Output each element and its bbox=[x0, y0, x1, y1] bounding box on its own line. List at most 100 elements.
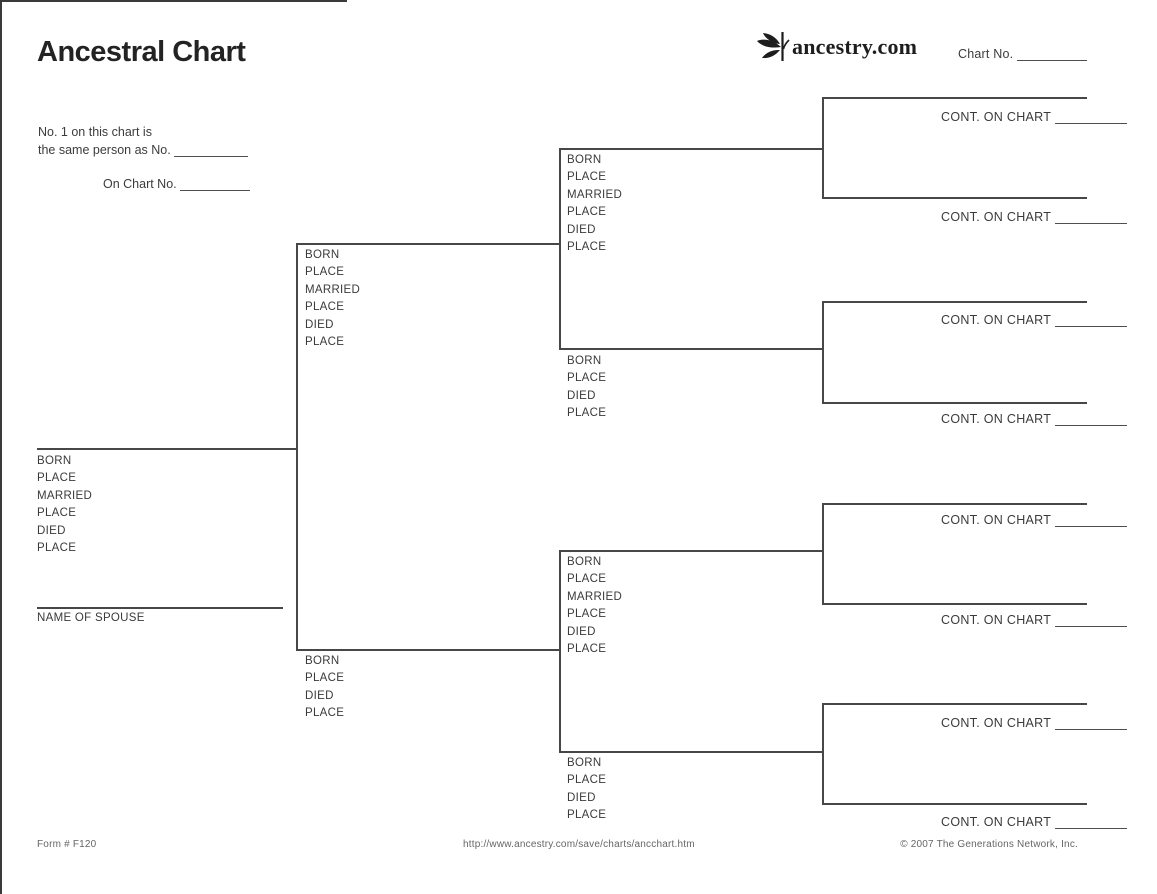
cont-on-chart-1: CONT. ON CHART bbox=[941, 110, 1127, 124]
identity-line3-row: On Chart No. bbox=[103, 175, 251, 193]
cont-label: CONT. ON CHART bbox=[941, 313, 1051, 327]
field-label: PLACE bbox=[305, 707, 345, 720]
chart-no-blank bbox=[1016, 48, 1087, 61]
maternal-grandmother-fields: BORN PLACE DIED PLACE bbox=[567, 755, 606, 825]
field-label: PLACE bbox=[37, 542, 77, 555]
gen3-maternal-bracket bbox=[559, 550, 561, 751]
field-label: MARRIED bbox=[305, 283, 361, 296]
cont-on-chart-8: CONT. ON CHART bbox=[941, 815, 1127, 829]
field-label: PLACE bbox=[305, 301, 345, 314]
cont-label: CONT. ON CHART bbox=[941, 412, 1051, 426]
field-label: PLACE bbox=[37, 472, 77, 485]
field-label: MARRIED bbox=[567, 188, 623, 201]
field-label: PLACE bbox=[567, 372, 607, 385]
gen2-bracket bbox=[296, 243, 298, 650]
gen4-name-line-5 bbox=[822, 503, 1087, 505]
maternal-grandfather-name-line bbox=[559, 550, 824, 552]
cont-chart-blank bbox=[1054, 211, 1127, 224]
field-label: BORN bbox=[567, 556, 602, 568]
maternal-grandmother-name-line bbox=[559, 751, 824, 753]
father-fields: BORN PLACE MARRIED PLACE DIED PLACE bbox=[305, 247, 360, 351]
cont-on-chart-7: CONT. ON CHART bbox=[941, 716, 1127, 730]
cont-on-chart-6: CONT. ON CHART bbox=[941, 613, 1127, 627]
gen4-name-line-4 bbox=[822, 402, 1087, 404]
spouse-label: NAME OF SPOUSE bbox=[37, 612, 145, 624]
identity-line1: No. 1 on this chart is bbox=[38, 125, 152, 139]
gen4-name-line-1 bbox=[822, 97, 1087, 99]
gen4-bracket-4 bbox=[822, 703, 824, 804]
person1-spouse-line bbox=[37, 607, 283, 609]
field-label: PLACE bbox=[305, 266, 345, 279]
ancestry-logo: ancestry.com bbox=[753, 30, 917, 63]
field-label: PLACE bbox=[305, 336, 345, 349]
cont-label: CONT. ON CHART bbox=[941, 210, 1051, 224]
field-label: DIED bbox=[567, 791, 596, 804]
field-label: DIED bbox=[567, 223, 596, 236]
gen4-name-line-6 bbox=[822, 603, 1087, 605]
field-label: MARRIED bbox=[37, 489, 93, 502]
form-number: Form # F120 bbox=[37, 839, 97, 850]
cont-chart-blank bbox=[1054, 816, 1127, 829]
cont-label: CONT. ON CHART bbox=[941, 716, 1051, 730]
cont-chart-blank bbox=[1054, 717, 1127, 730]
mother-name-line bbox=[296, 649, 561, 651]
page-title: Ancestral Chart bbox=[37, 36, 246, 68]
gen4-name-line-2 bbox=[822, 197, 1087, 199]
field-label: PLACE bbox=[567, 774, 607, 787]
cont-label: CONT. ON CHART bbox=[941, 513, 1051, 527]
field-label: PLACE bbox=[305, 672, 345, 685]
identity-line2-row: the same person as No. bbox=[38, 141, 250, 159]
cont-on-chart-2: CONT. ON CHART bbox=[941, 210, 1127, 224]
paternal-grandmother-name-line bbox=[559, 348, 824, 350]
gen4-bracket-2 bbox=[822, 301, 824, 403]
footer-url: http://www.ancestry.com/save/charts/ancc… bbox=[463, 839, 695, 850]
field-label: DIED bbox=[567, 389, 596, 402]
field-label: DIED bbox=[567, 625, 596, 638]
field-label: PLACE bbox=[37, 507, 77, 520]
cont-chart-blank bbox=[1054, 514, 1127, 527]
ancestry-logo-text: ancestry.com bbox=[792, 33, 918, 59]
field-label: BORN bbox=[567, 757, 602, 769]
field-label: PLACE bbox=[567, 573, 607, 586]
identity-line2: the same person as No. bbox=[38, 143, 171, 157]
gen4-bracket-3 bbox=[822, 503, 824, 604]
father-name-line bbox=[296, 243, 561, 245]
field-label: PLACE bbox=[567, 643, 607, 656]
gen3-paternal-bracket bbox=[559, 148, 561, 348]
cont-chart-blank bbox=[1054, 413, 1127, 426]
ancestry-leaf-icon bbox=[753, 30, 790, 63]
person1-name-line bbox=[37, 448, 297, 450]
field-label: PLACE bbox=[567, 206, 607, 219]
gen4-bracket-1 bbox=[822, 97, 824, 198]
field-label: MARRIED bbox=[567, 590, 623, 603]
field-label: BORN bbox=[567, 355, 602, 367]
paternal-grandfather-name-line bbox=[559, 148, 824, 150]
cont-chart-blank bbox=[1054, 314, 1127, 327]
page-border-top bbox=[0, 0, 347, 2]
paternal-grandfather-fields: BORN PLACE MARRIED PLACE DIED PLACE bbox=[567, 152, 622, 256]
paternal-grandmother-fields: BORN PLACE DIED PLACE bbox=[567, 353, 606, 423]
person1-fields: BORN PLACE MARRIED PLACE DIED PLACE bbox=[37, 453, 92, 557]
field-label: BORN bbox=[305, 655, 340, 667]
field-label: BORN bbox=[37, 455, 72, 467]
gen4-name-line-3 bbox=[822, 301, 1087, 303]
field-label: PLACE bbox=[567, 608, 607, 621]
footer-copyright: © 2007 The Generations Network, Inc. bbox=[900, 839, 1078, 850]
cont-chart-blank bbox=[1054, 111, 1127, 124]
gen4-name-line-8 bbox=[822, 803, 1087, 805]
cont-on-chart-3: CONT. ON CHART bbox=[941, 313, 1127, 327]
mother-fields: BORN PLACE DIED PLACE bbox=[305, 653, 344, 723]
cont-label: CONT. ON CHART bbox=[941, 613, 1051, 627]
field-label: BORN bbox=[305, 249, 340, 261]
chart-no-field: Chart No. bbox=[958, 47, 1087, 61]
field-label: DIED bbox=[305, 689, 334, 702]
identity-line3: On Chart No. bbox=[103, 177, 177, 191]
field-label: PLACE bbox=[567, 171, 607, 184]
same-person-blank bbox=[174, 144, 249, 157]
cont-label: CONT. ON CHART bbox=[941, 110, 1051, 124]
field-label: PLACE bbox=[567, 241, 607, 254]
identity-note: No. 1 on this chart is the same person a… bbox=[38, 123, 251, 193]
cont-chart-blank bbox=[1054, 614, 1127, 627]
gen4-name-line-7 bbox=[822, 703, 1087, 705]
